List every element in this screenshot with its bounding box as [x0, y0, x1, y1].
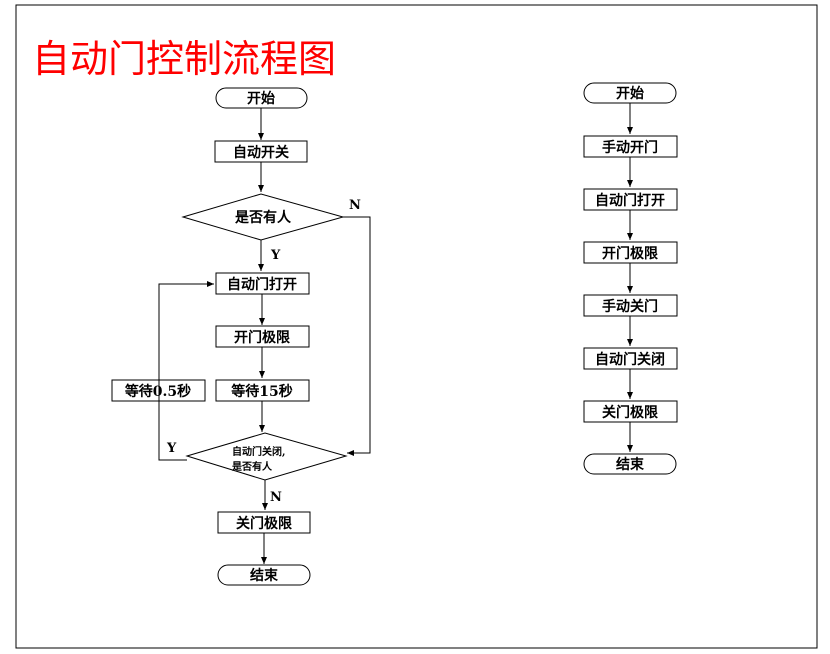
- manual-flow: 开始 手动开门 自动门打开 开门极限 手动关门 自动门关闭 关门极限 结束: [583, 82, 678, 475]
- auto-flow: 开始 自动开关 是否有人 N Y 自动门打开 开门极限 等待15秒 等待0.5秒: [111, 87, 371, 586]
- label-y2: Y: [166, 441, 177, 456]
- auto-switch-label: 自动开关: [233, 144, 289, 161]
- manual-open-limit-label: 开门极限: [602, 245, 658, 262]
- manual-close-limit-label: 关门极限: [602, 404, 658, 421]
- label-n2: N: [270, 490, 282, 505]
- edge-close-yes-loop: [158, 281, 214, 461]
- manual-door-open-label: 自动门打开: [595, 192, 665, 209]
- manual-start-label: 开始: [616, 85, 644, 102]
- auto-open-limit-label: 开门极限: [234, 329, 290, 346]
- decision-close-label-line2: 是否有人: [231, 460, 273, 473]
- auto-start-label: 开始: [247, 90, 275, 107]
- decision-close-node: [185, 432, 348, 481]
- decision-close-label-line1: 自动门关闭,: [232, 445, 285, 458]
- manual-end-node: [583, 453, 677, 475]
- decision-person-label: 是否有人: [235, 209, 292, 226]
- auto-end-node: [217, 564, 311, 586]
- edge-person-no: [343, 216, 371, 456]
- auto-door-open-label: 自动门打开: [227, 276, 297, 293]
- label-n1: N: [349, 198, 361, 213]
- manual-end-label: 结束: [616, 456, 645, 473]
- wait-05-label: 等待0.5秒: [125, 383, 191, 400]
- manual-close-label: 手动关门: [602, 298, 658, 315]
- manual-open-label: 手动开门: [602, 139, 658, 156]
- diagram-frame: [15, 4, 818, 649]
- auto-close-limit-label: 关门极限: [236, 515, 292, 532]
- label-y1: Y: [270, 248, 281, 263]
- auto-end-label: 结束: [250, 567, 279, 584]
- wait-15-label: 等待15秒: [231, 383, 292, 400]
- diagram-title: 自动门控制流程图: [32, 37, 336, 81]
- manual-door-close-label: 自动门关闭: [595, 351, 665, 368]
